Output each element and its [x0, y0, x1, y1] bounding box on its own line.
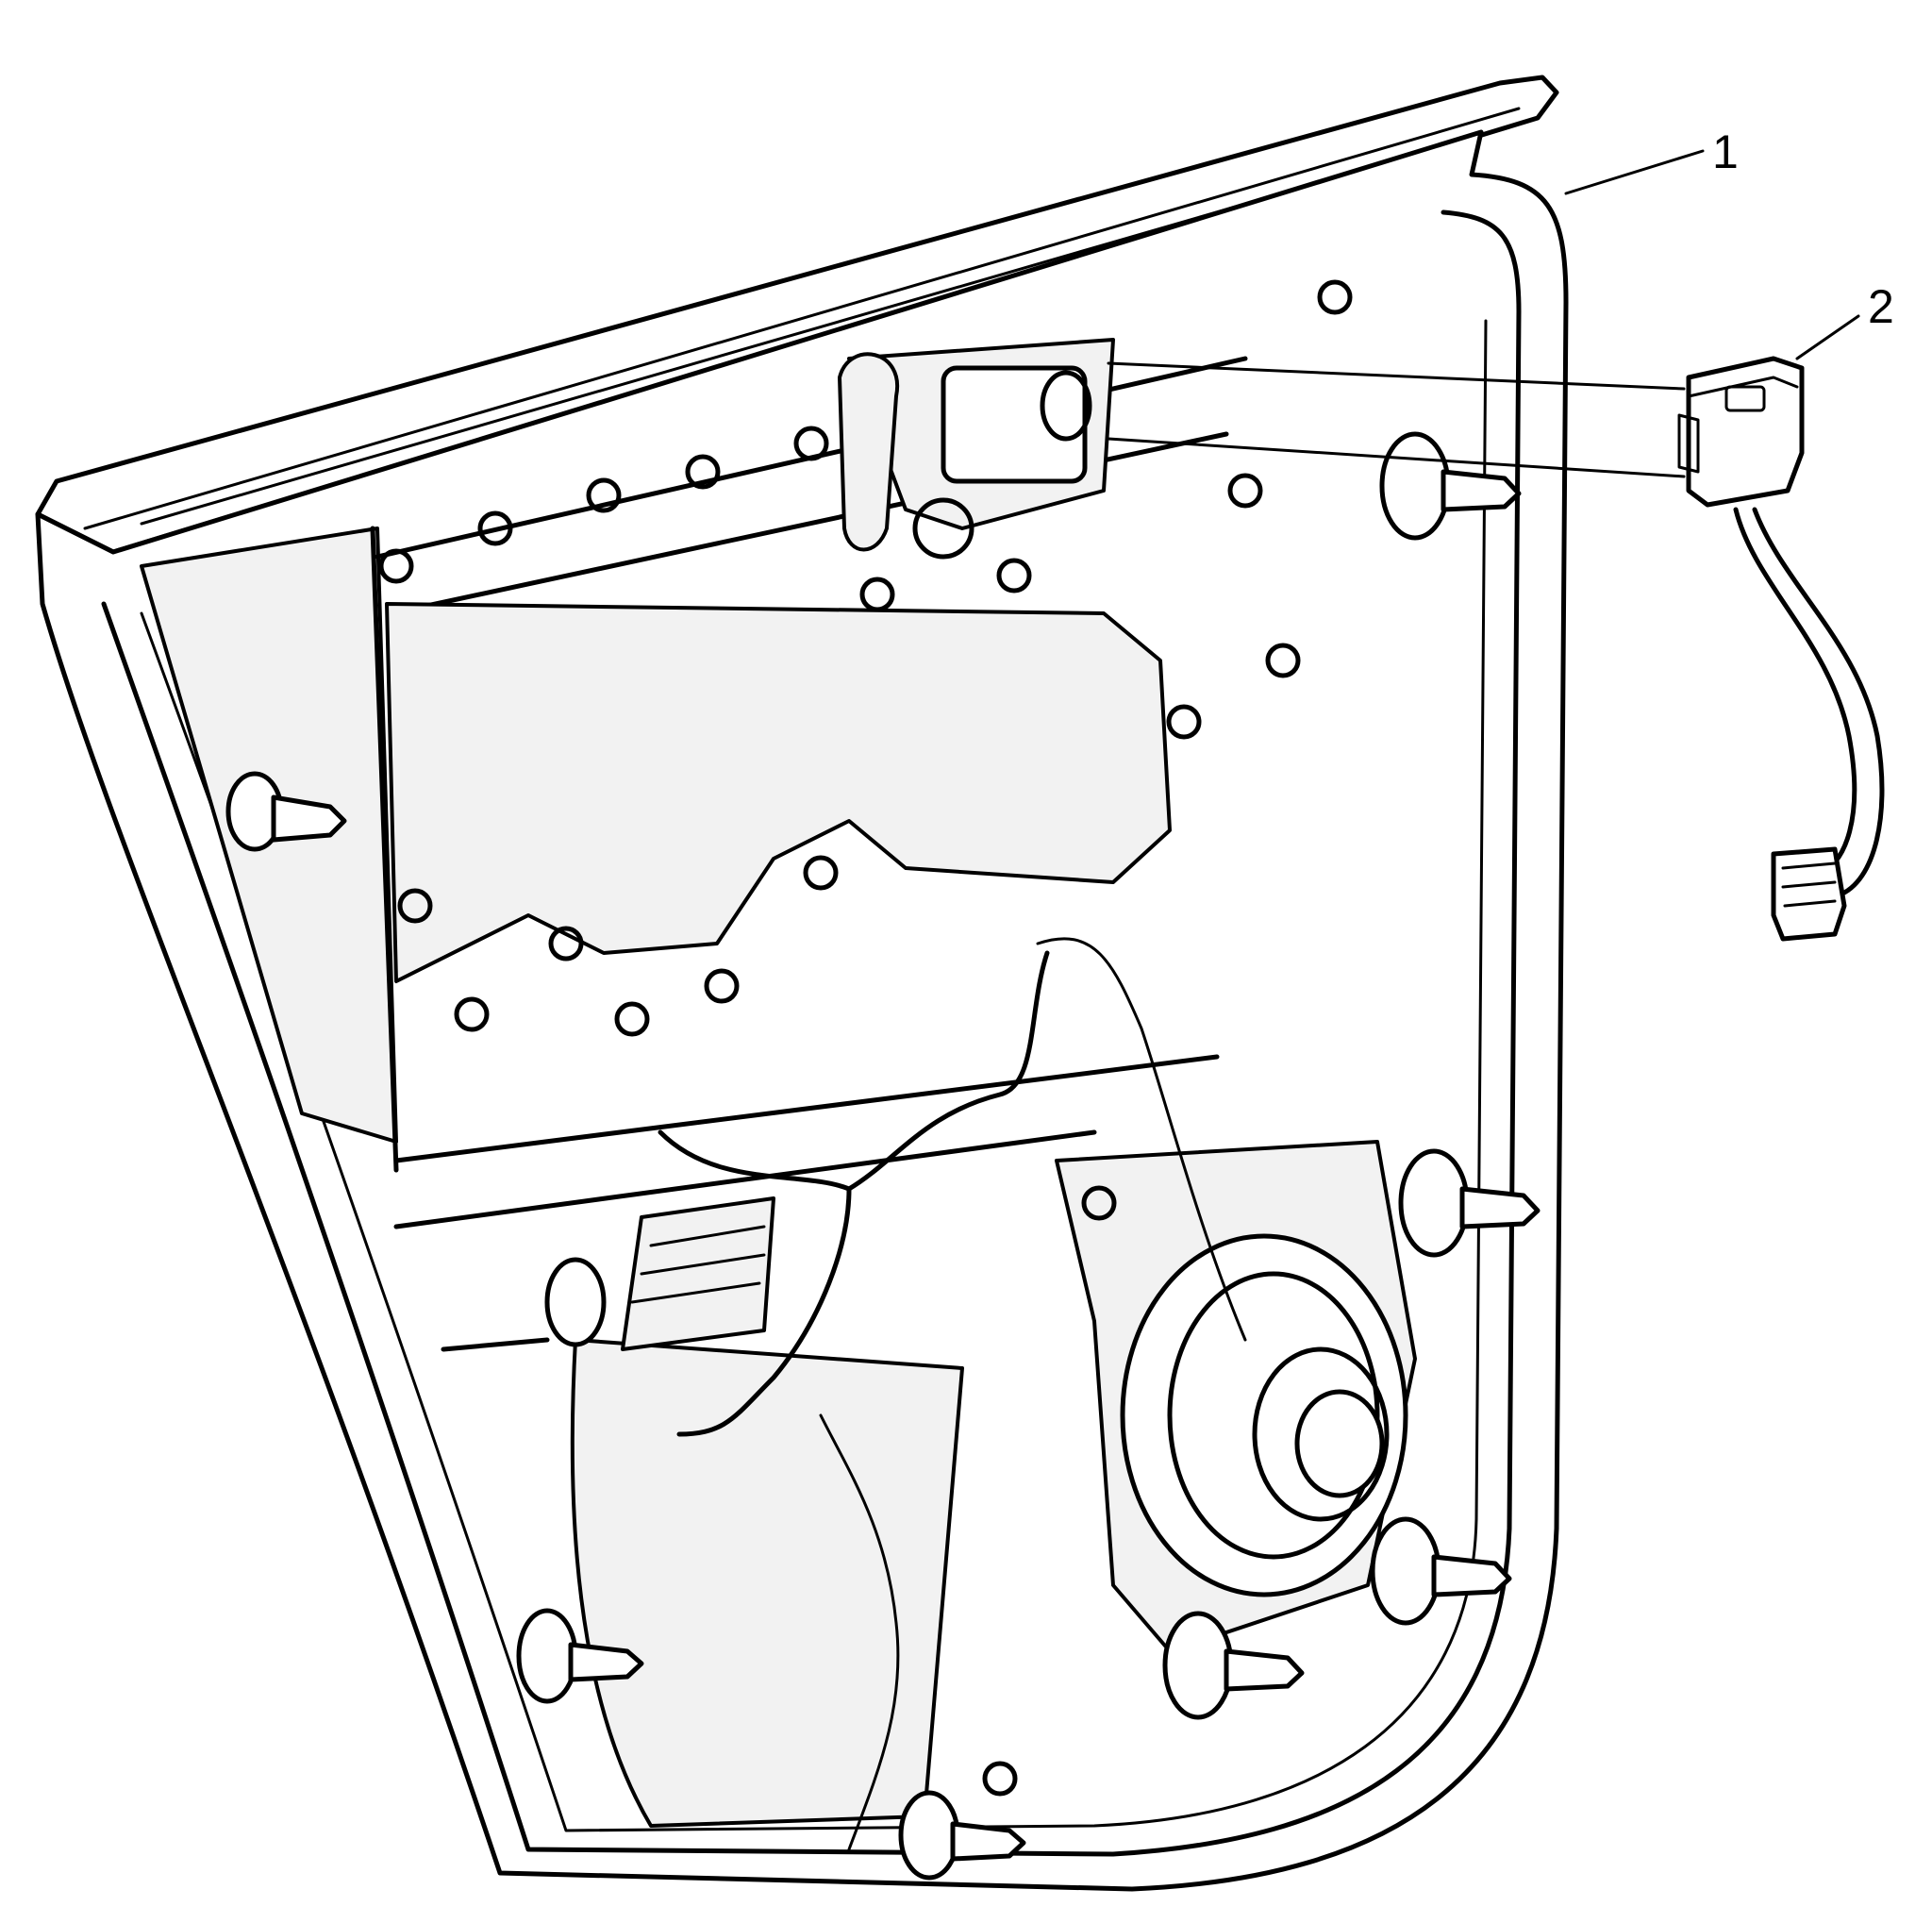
callout-leaders	[1564, 149, 1860, 360]
callout-1-label: 1	[1712, 125, 1739, 178]
callout-2-label: 2	[1868, 280, 1894, 333]
retainer-clips	[225, 431, 1541, 1881]
retainer-clip	[1162, 1611, 1305, 1720]
retainer-clip	[898, 1790, 1026, 1881]
door-lock-switch	[1677, 356, 1885, 942]
alignment-lines	[1107, 361, 1686, 478]
fastener-nuts	[378, 279, 1353, 1797]
retainer-clip	[1370, 1516, 1512, 1626]
retainer-clip	[1398, 1148, 1541, 1258]
retainer-clip	[544, 1257, 607, 1347]
inside-handle-assembly	[838, 338, 1115, 560]
retainer-clip	[225, 771, 347, 852]
wiring-harness	[621, 937, 1247, 1851]
speaker	[1055, 1140, 1417, 1653]
retainer-clip	[516, 1608, 644, 1704]
